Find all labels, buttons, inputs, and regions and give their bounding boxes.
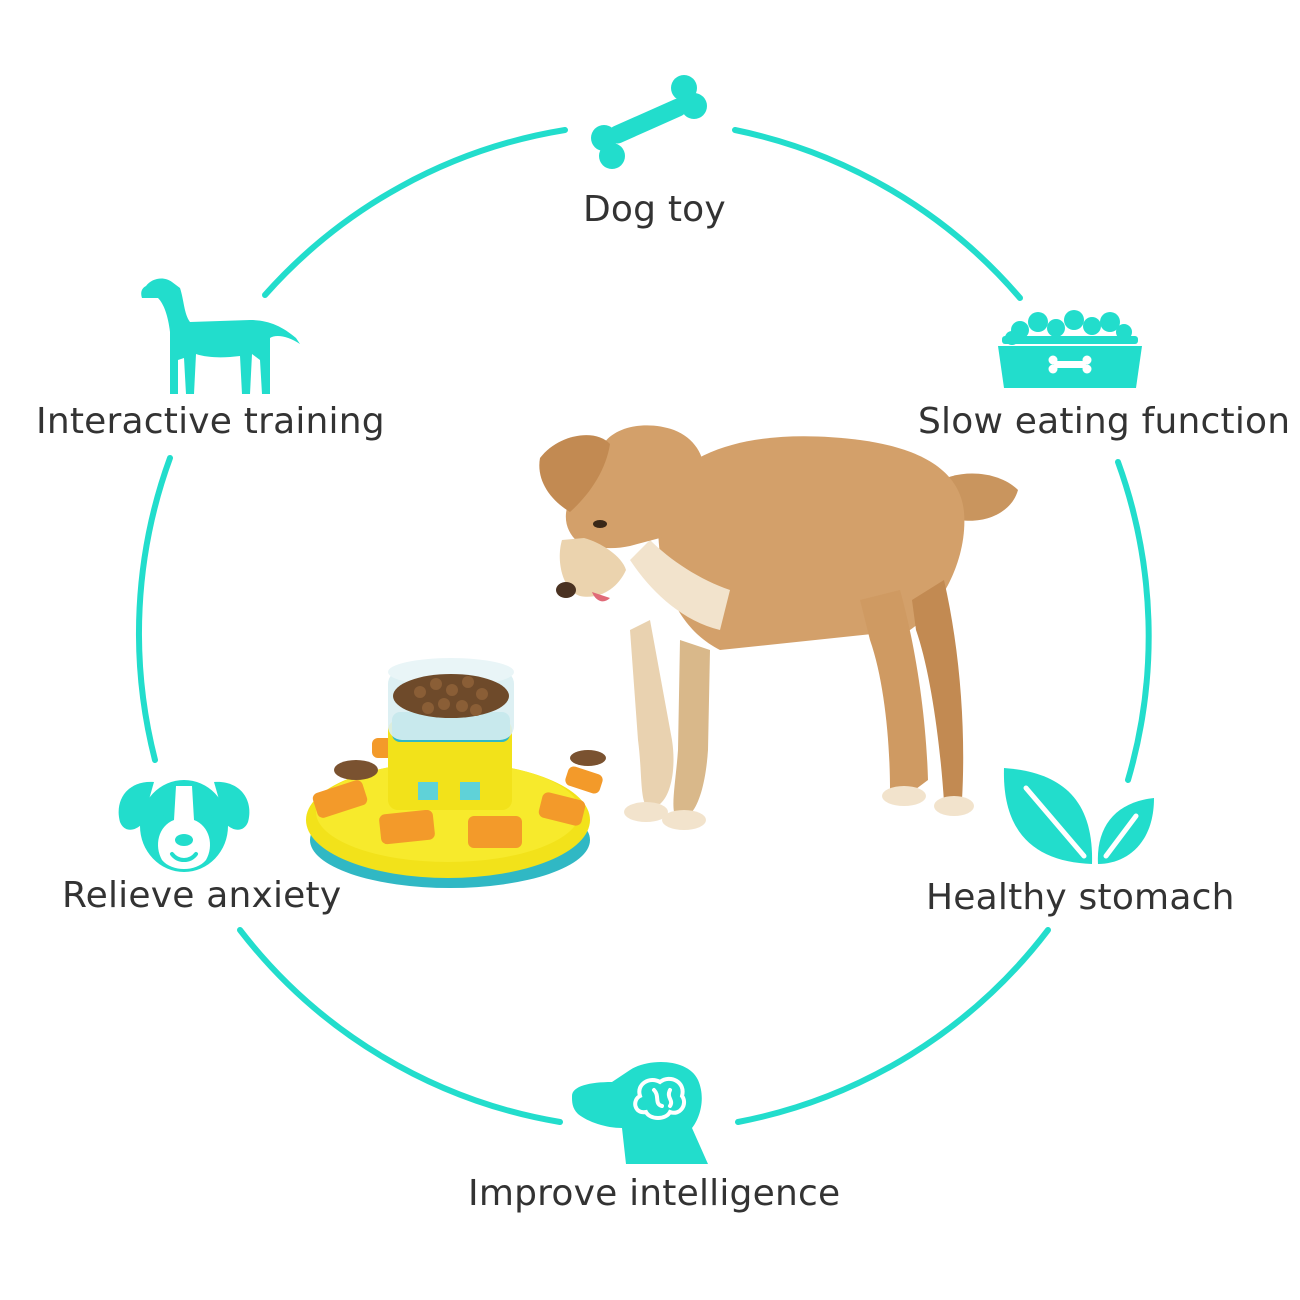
- feature-label-intelligence: Improve intelligence: [468, 1173, 841, 1214]
- feature-label-training: Interactive training: [36, 401, 385, 442]
- dog-face-icon: [118, 780, 250, 872]
- dog-illustration: [539, 425, 1018, 830]
- bone-icon: [591, 75, 707, 169]
- leaves-icon: [1003, 768, 1154, 864]
- food-bowl-icon: [998, 310, 1142, 388]
- feature-label-anxiety: Relieve anxiety: [62, 875, 342, 916]
- dog-with-puzzle-feeder-illustration: [306, 425, 1018, 888]
- dog-head-brain-icon: [572, 1061, 708, 1164]
- feature-label-healthy-stomach: Healthy stomach: [926, 877, 1235, 918]
- puzzle-feeder: [306, 658, 606, 888]
- standing-dog-icon: [141, 278, 300, 394]
- feature-label-dog-toy: Dog toy: [583, 189, 726, 230]
- feature-label-slow-eating: Slow eating function: [918, 401, 1291, 442]
